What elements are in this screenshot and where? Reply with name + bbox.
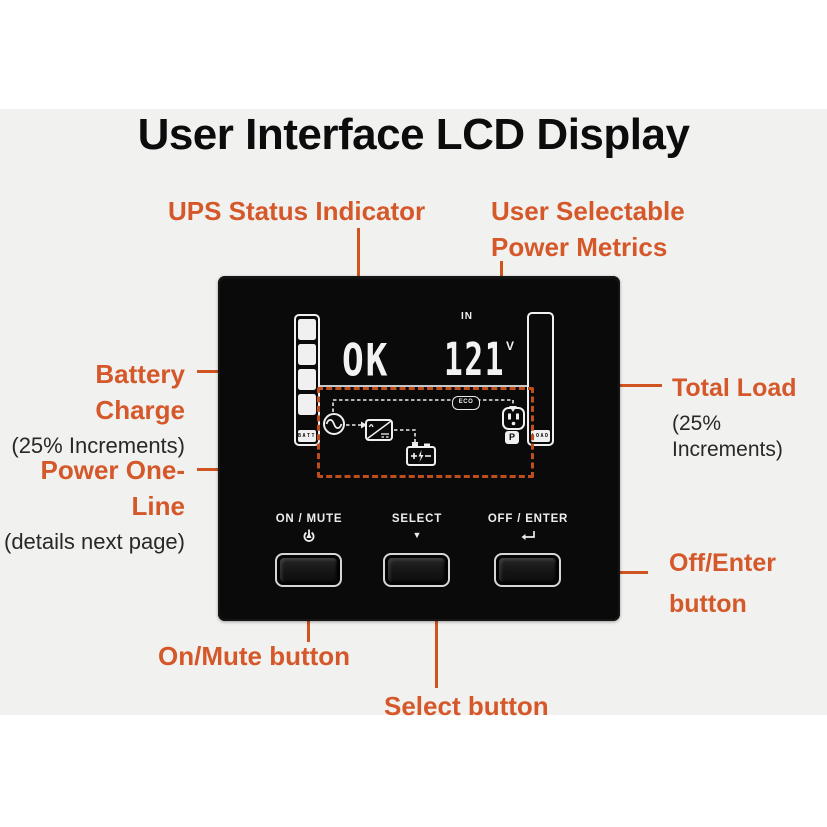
label-on-mute: On/Mute button xyxy=(158,641,351,671)
outlet-icon xyxy=(502,407,525,430)
inverter-icon xyxy=(365,419,393,441)
label-select: Select button xyxy=(384,691,549,721)
lcd-metric-unit: V xyxy=(506,339,515,353)
on-mute-button-icons: ▲ xyxy=(249,528,369,543)
off-enter-button[interactable] xyxy=(494,553,561,587)
off-enter-button-icons xyxy=(468,528,588,543)
load-gauge-label: LOAD xyxy=(531,430,550,442)
lcd-metric-label: IN xyxy=(461,311,473,322)
battery-segment xyxy=(298,344,316,365)
battery-icon xyxy=(406,443,436,466)
label-power-one-line: Power One-Line (details next page) xyxy=(0,452,185,555)
select-button[interactable] xyxy=(383,553,450,587)
label-power-metrics-line1: User Selectable xyxy=(491,196,685,226)
total-load-gauge: LOAD xyxy=(527,312,554,446)
page-title: User Interface LCD Display xyxy=(137,110,690,159)
label-total-load-sub: (25% Increments) xyxy=(672,412,783,461)
label-off-enter: Off/Enter button xyxy=(669,543,776,625)
select-button-icons: ▼ xyxy=(357,528,477,543)
label-off-enter-line1: Off/Enter xyxy=(669,549,776,577)
label-battery-charge-title: Battery Charge xyxy=(95,359,185,425)
on-mute-button[interactable] xyxy=(275,553,342,587)
label-battery-charge: Battery Charge (25% Increments) xyxy=(0,356,185,459)
ac-source-icon xyxy=(323,413,345,435)
lcd-divider-line xyxy=(318,385,528,387)
label-power-one-line-title: Power One-Line xyxy=(40,455,185,521)
battery-segment xyxy=(298,394,316,415)
label-total-load-title: Total Load xyxy=(672,374,797,402)
label-ups-status: UPS Status Indicator xyxy=(168,196,426,226)
enter-icon xyxy=(521,530,535,540)
label-power-metrics-line2: Power Metrics xyxy=(491,232,668,262)
battery-gauge-segments xyxy=(298,319,316,415)
off-enter-button-label: OFF / ENTER xyxy=(487,513,569,525)
select-button-label: SELECT xyxy=(391,513,443,525)
off-enter-button-face xyxy=(499,558,556,582)
select-button-face xyxy=(388,558,445,582)
label-power-one-line-sub: (details next page) xyxy=(4,529,185,554)
leader-select xyxy=(435,576,438,688)
label-power-metrics: User Selectable Power Metrics xyxy=(491,193,685,265)
plug-p-badge: P xyxy=(505,431,519,444)
eco-mode-badge: ECO xyxy=(452,396,480,410)
power-one-line-highlight-box xyxy=(317,387,534,478)
battery-gauge-label: BATT xyxy=(298,430,316,442)
label-off-enter-line2: button xyxy=(669,590,747,618)
label-total-load: Total Load (25% Increments) xyxy=(672,370,827,463)
power-icon xyxy=(303,529,315,542)
battery-charge-gauge: BATT xyxy=(294,314,320,446)
ups-front-panel: BATT LOAD OK IN 121 V xyxy=(218,276,620,621)
on-mute-button-face xyxy=(280,558,337,582)
lcd-metric-value: 121 xyxy=(444,333,506,386)
battery-segment xyxy=(298,319,316,340)
label-battery-charge-sub: (25% Increments) xyxy=(11,433,185,458)
lcd-status-readout: OK xyxy=(342,334,390,386)
down-arrow-icon: ▼ xyxy=(412,530,422,540)
battery-segment xyxy=(298,369,316,390)
on-mute-button-label: ON / MUTE xyxy=(275,513,343,525)
